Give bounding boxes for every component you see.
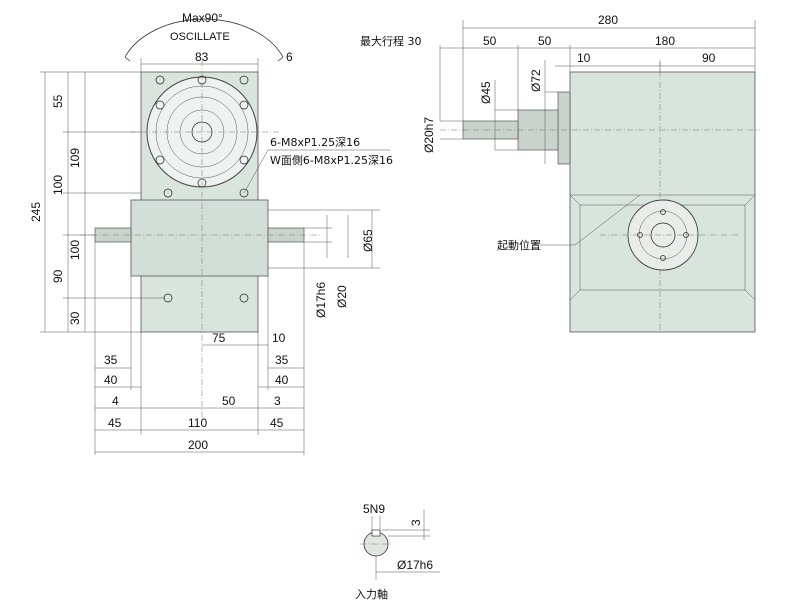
dim-110: 110 xyxy=(188,416,207,430)
shaft-caption: 入力軸 xyxy=(355,587,388,601)
mode-label: OSCILLATE xyxy=(170,31,230,43)
dim-10: 10 xyxy=(272,331,286,345)
dim-45-left: 45 xyxy=(108,416,122,430)
side-view: 起動位置 280 最大行程 30 50 50 180 10 90 Ø20h7 Ø… xyxy=(360,13,760,333)
shaft-diameter-label: Ø17h6 xyxy=(397,558,433,572)
dim-35-right: 35 xyxy=(275,353,289,367)
dim-d17h6: Ø17h6 xyxy=(314,282,328,318)
key-slot xyxy=(371,529,381,537)
dim-90: 90 xyxy=(51,269,65,283)
dim-35-left: 35 xyxy=(104,353,118,367)
start-position-label: 起動位置 xyxy=(497,238,541,252)
dim-100-upper: 100 xyxy=(51,175,65,195)
dim-d45: Ø45 xyxy=(479,81,493,104)
dim-55: 55 xyxy=(51,94,65,108)
dim-50: 50 xyxy=(222,394,236,408)
stroke-label: 最大行程 30 xyxy=(360,34,422,48)
side-hub-72 xyxy=(557,91,571,165)
dim-200: 200 xyxy=(188,438,208,452)
dim-d65: Ø65 xyxy=(361,229,375,252)
front-flange xyxy=(130,199,269,277)
dim-83: 83 xyxy=(195,50,209,64)
dim-40-right: 40 xyxy=(275,373,289,387)
dim-280: 280 xyxy=(598,13,618,27)
oscillation-arc xyxy=(124,18,284,58)
dim-245: 245 xyxy=(29,202,43,222)
dim-30: 30 xyxy=(68,311,82,325)
dim-4: 4 xyxy=(112,394,119,408)
note-side-holes: W面側6-M8xP1.25深16 xyxy=(270,154,393,167)
dim-45-right: 45 xyxy=(270,416,284,430)
dim-50-a: 50 xyxy=(483,34,497,48)
key-depth-label: 3 xyxy=(409,519,423,526)
dim-75: 75 xyxy=(212,331,226,345)
dim-180: 180 xyxy=(655,34,675,48)
dim-d72: Ø72 xyxy=(529,69,543,92)
dim-d20h7: Ø20h7 xyxy=(422,117,436,153)
angle-label: Max90° xyxy=(182,11,223,25)
key-width-label: 5N9 xyxy=(363,502,385,516)
dim-6: 6 xyxy=(286,50,293,64)
dim-100-lower: 100 xyxy=(68,240,82,260)
dim-3: 3 xyxy=(274,394,281,408)
shaft-detail: 5N9 3 Ø17h6 入力軸 xyxy=(355,502,440,601)
dim-90-side: 90 xyxy=(702,51,716,65)
dim-40-left: 40 xyxy=(104,373,118,387)
dim-10-side: 10 xyxy=(577,51,591,65)
dim-d20: Ø20 xyxy=(335,285,349,308)
note-top-holes: 6-M8xP1.25深16 xyxy=(270,136,360,149)
dim-50-b: 50 xyxy=(538,34,552,48)
front-view: Max90° OSCILLATE 83 xyxy=(29,11,393,455)
dim-109: 109 xyxy=(68,148,82,168)
